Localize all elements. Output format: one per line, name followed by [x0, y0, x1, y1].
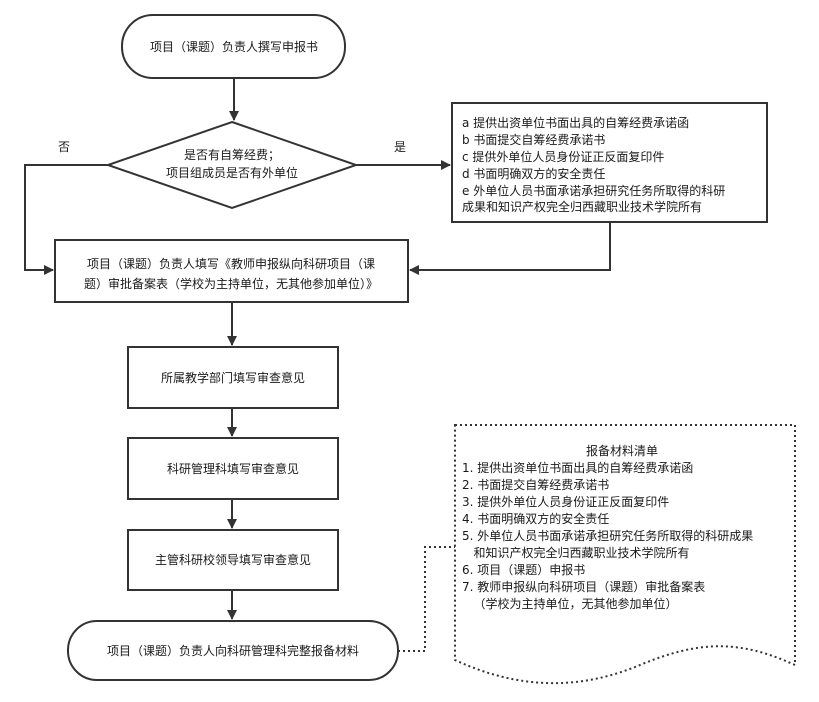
checklist-item: 3. 提供外单位人员身份证正反面复印件 — [462, 494, 669, 509]
decision-line2: 项目组成员是否有外单位 — [166, 165, 298, 180]
requirement-a: a 提供出资单位书面出具的自筹经费承诺函 — [462, 115, 689, 130]
checklist-item: 7. 教师申报纵向科研项目（课题）审批备案表 — [462, 579, 705, 594]
research-review-box — [127, 437, 339, 500]
checklist-item: 2. 书面提交自筹经费承诺书 — [462, 477, 609, 492]
dept-review-text: 所属教学部门填写审查意见 — [161, 370, 305, 385]
checklist-item: 6. 项目（课题）申报书 — [462, 562, 585, 577]
end-terminal — [67, 620, 399, 681]
start-terminal — [121, 14, 346, 79]
requirement-c: c 提供外单位人员身份证正反面复印件 — [462, 149, 664, 164]
end-text: 项目（课题）负责人向科研管理科完整报备材料 — [107, 643, 359, 658]
checklist-item: 4. 书面明确双方的安全责任 — [462, 511, 609, 526]
fill-form-line1: 项目（课题）负责人填写《教师申报纵向科研项目（课 — [87, 256, 375, 271]
arrow-no-branch — [24, 164, 108, 275]
leader-review-box — [127, 529, 339, 591]
decision-diamond — [104, 120, 360, 210]
checklist-title: 报备材料清单 — [586, 443, 658, 458]
fill-form-line2: 题）审批备案表（学校为主持单位，无其他参加单位）》 — [84, 276, 378, 291]
no-label: 否 — [58, 140, 70, 154]
requirement-e: e 外单位人员书面承诺承担研究任务所取得的科研 — [462, 183, 725, 198]
yes-label: 是 — [394, 140, 406, 154]
leader-review-text: 主管科研校领导填写审查意见 — [155, 552, 311, 567]
fill-form-box — [54, 239, 409, 303]
start-text: 项目（课题）负责人撰写申报书 — [150, 39, 318, 54]
research-review-text: 科研管理科填写审查意见 — [167, 461, 299, 476]
decision-line1: 是否有自筹经费； — [184, 148, 280, 162]
requirement-e-cont: 成果和知识产权完全归西藏职业技术学院所有 — [462, 199, 702, 214]
checklist-item: 和知识产权完全归西藏职业技术学院所有 — [462, 545, 689, 560]
dept-review-box — [127, 346, 339, 409]
requirement-b: b 书面提交自筹经费承诺书 — [462, 132, 605, 147]
checklist-document — [454, 424, 796, 685]
checklist-item: （学校为主持单位，无其他参加单位） — [462, 596, 677, 611]
requirement-d: d 书面明确双方的安全责任 — [462, 166, 605, 181]
dotted-connector — [398, 546, 455, 652]
arrow-requirements-to-form — [409, 222, 611, 275]
checklist-item: 5. 外单位人员书面承诺承担研究任务所取得的科研成果 — [462, 528, 753, 543]
checklist-item: 1. 提供出资单位书面出具的自筹经费承诺函 — [462, 460, 693, 475]
requirements-box — [451, 102, 768, 223]
